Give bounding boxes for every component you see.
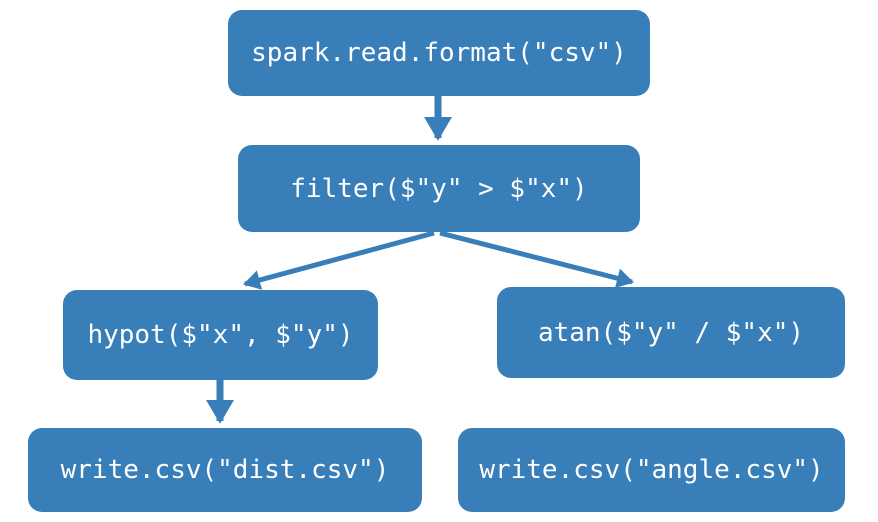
node-write-dist-label: write.csv("dist.csv"): [60, 455, 390, 485]
node-write-dist: write.csv("dist.csv"): [28, 428, 422, 512]
arrow-filter-to-atan: [439, 230, 634, 288]
arrow-filter-to-hypot: [243, 230, 435, 290]
node-atan-label: atan($"y" / $"x"): [537, 317, 805, 348]
node-spark-read: spark.read.format("csv"): [228, 10, 650, 96]
node-hypot-label: hypot($"x", $"y"): [87, 320, 354, 350]
node-filter: filter($"y" > $"x"): [238, 145, 640, 232]
node-atan: atan($"y" / $"x"): [497, 287, 845, 378]
node-filter-label: filter($"y" > $"x"): [290, 173, 588, 204]
node-hypot: hypot($"x", $"y"): [63, 290, 378, 380]
node-write-angle: write.csv("angle.csv"): [458, 428, 845, 512]
node-write-angle-label: write.csv("angle.csv"): [479, 455, 824, 485]
node-spark-read-label: spark.read.format("csv"): [251, 38, 627, 68]
